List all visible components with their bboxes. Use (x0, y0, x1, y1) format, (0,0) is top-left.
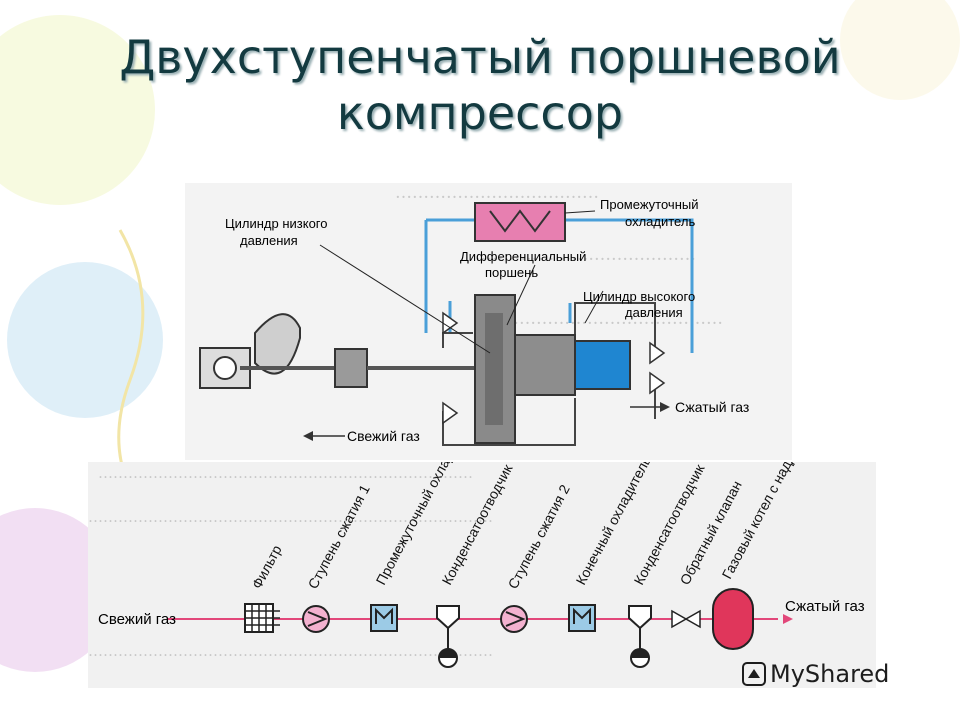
compressor-stage-1-icon (302, 605, 330, 633)
compressor-stage-2-icon (500, 605, 528, 633)
label-low-pressure-cylinder-1: Цилиндр низкого (225, 216, 327, 231)
after-cooler-icon (568, 604, 596, 632)
boosted-gas-boiler-icon (712, 588, 754, 650)
flow-outlet-arrow (783, 614, 793, 624)
watermark-brand: MyShared (770, 660, 890, 688)
compressed-gas-arrow (630, 402, 670, 412)
stage-label-compression-stage-1: Ступень сжатия 1 (305, 482, 373, 592)
check-valve-icon (671, 609, 701, 629)
label-low-pressure-cylinder-2: давления (240, 233, 298, 248)
slide-title-line-1: Двухступенчатый поршневой (119, 30, 841, 84)
piston-compressor-diagram: ……………………………… ………………………………… …………………………………… (185, 183, 792, 460)
intercooler-icon (370, 604, 398, 632)
condensate-trap-2-icon (628, 605, 652, 668)
condensate-trap-1-icon (436, 605, 460, 668)
slide-title-line-2: компрессор (336, 86, 624, 140)
flow-schematic: Фильтр Ступень сжатия 1 Промежуточный ох… (98, 462, 865, 668)
process-flow-diagram: ………………………………………………………………… ……………………………………… (88, 462, 876, 688)
valve-icons (442, 311, 666, 425)
compressor-schematic: Цилиндр низкого давления Промежуточный о… (199, 197, 749, 446)
crosshead (334, 348, 368, 388)
differential-piston (514, 334, 576, 396)
high-pressure-cylinder (574, 340, 631, 390)
label-differential-piston-2: поршень (485, 265, 538, 280)
label-fresh-gas: Свежий газ (347, 428, 420, 444)
filter-icon (244, 603, 280, 633)
myshared-logo-icon (742, 662, 766, 686)
label-differential-piston-1: Дифференциальный (460, 249, 586, 264)
stage-label-filter: Фильтр (249, 542, 285, 591)
label-outlet-compressed-gas: Сжатый газ (785, 598, 865, 615)
label-compressed-gas: Сжатый газ (675, 399, 749, 415)
label-inlet-fresh-gas: Свежий газ (98, 611, 176, 628)
stage-label-compression-stage-2: Ступень сжатия 2 (505, 482, 573, 592)
label-intercooler-2: охладитель (625, 214, 695, 229)
label-intercooler-1: Промежуточный (600, 197, 698, 212)
fresh-gas-arrow (303, 431, 345, 441)
crankshaft-flywheel (199, 313, 345, 389)
label-high-pressure-cylinder-2: давления (625, 305, 683, 320)
stage-label-condensate-trap-1: Конденсатоотводчик (439, 462, 516, 587)
intercooler (474, 202, 566, 242)
label-high-pressure-cylinder-1: Цилиндр высокого (583, 289, 695, 304)
